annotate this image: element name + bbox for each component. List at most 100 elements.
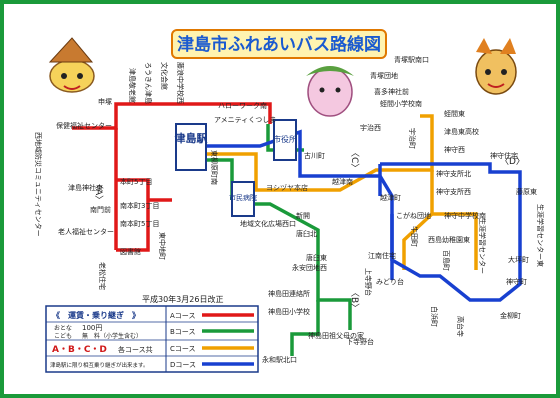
stop-label: 申塚 xyxy=(98,97,112,106)
stop-label: 牛田町 xyxy=(410,226,419,247)
svg-text:Bコース: Bコース xyxy=(170,328,195,336)
mascot-right-icon xyxy=(475,38,517,95)
stop-label: 宇治西 xyxy=(360,123,381,132)
fare-adult-value: 100円 xyxy=(82,324,102,332)
stop-label: 神守中学校南 xyxy=(444,211,486,220)
stop-label: ろうきん津島 xyxy=(144,62,153,104)
legend-course-b: Bコース xyxy=(170,328,254,336)
stop-label: 神守西 xyxy=(444,145,465,154)
stop-label: 南門前 xyxy=(90,205,111,214)
stop-label: 地域文化広場西口 xyxy=(240,219,296,228)
hub-station-label: 津島駅 xyxy=(175,131,208,145)
stop-label: 津島神社東 xyxy=(68,183,103,192)
legend-transfer-note: 津島駅に限り相互乗り継ぎが出来ます。 xyxy=(50,361,148,369)
stop-label: 高台寺 xyxy=(456,316,465,337)
stop-label: 宇治町 xyxy=(408,128,417,149)
stop-label: 老松住宅 xyxy=(98,262,107,290)
stop-label: 津島敬老館 xyxy=(128,68,137,103)
stop-label: 東柳原町南 xyxy=(210,150,219,185)
stop-label: 神守住宅 xyxy=(490,151,518,160)
legend-title: 《 運賃・乗り継ぎ 》 xyxy=(52,310,140,320)
stop-label: 青塚駅南口 xyxy=(394,55,429,64)
stop-label: 神島田祖父母の家 xyxy=(308,331,364,340)
stop-label: 越津南 xyxy=(332,177,353,186)
stop-label: 西地域防災コミュニティセンター xyxy=(34,132,43,237)
legend-course-c: Cコース xyxy=(170,345,254,353)
stop-label: 西島幼稚園東 xyxy=(428,235,470,244)
hub-store-label: ヨシヅヤ本店 xyxy=(266,183,308,192)
stop-label: 金柳町 xyxy=(500,311,521,320)
stop-label: 生涯学習センター xyxy=(478,218,487,274)
stop-label: こがね団地 xyxy=(396,211,431,220)
mascot-left-icon xyxy=(48,37,95,93)
map-title: 津島市ふれあいバス路線図 xyxy=(177,34,381,55)
legend-all-courses-text: 各コース共 xyxy=(118,345,153,354)
svg-text:Aコース: Aコース xyxy=(170,312,195,320)
hub-hospital-label: 市民病院 xyxy=(229,193,257,202)
course-d-label: 〈D〉 xyxy=(500,156,525,167)
stop-label: 南本町3丁目 xyxy=(120,201,159,210)
stop-label: ハローワーク南 xyxy=(218,101,267,110)
stop-label: 神守町 xyxy=(506,277,527,286)
stop-label: アメニティくつしま xyxy=(214,116,276,124)
stop-label: 大坪町 xyxy=(508,255,529,264)
legend-course-d: Dコース xyxy=(170,361,254,369)
stop-label: 唐臼北 xyxy=(296,229,317,238)
fare-adult-label: おとな xyxy=(54,325,72,332)
stop-label: 下寺野台 xyxy=(346,337,374,346)
course-a-label: 〈A〉 xyxy=(93,180,104,204)
stop-label: 神守支所北 xyxy=(436,169,471,178)
course-d-route xyxy=(206,129,522,302)
stop-label: 東中地町 xyxy=(158,232,167,260)
stops-right: 青塚駅南口 青塚団地 喜多神社前 蛭間小学校南 蛭間東 津島東高校 神守西 宇治… xyxy=(332,55,545,337)
stop-label: 保健福祉センター xyxy=(56,121,112,130)
stop-label: 百島町 xyxy=(442,250,451,271)
stop-label: 新開 xyxy=(296,211,310,220)
stop-label: 南本町5丁目 xyxy=(120,219,159,228)
hub-city-hall-label: 市役所 xyxy=(273,134,297,144)
course-c-route xyxy=(204,114,478,270)
stops-left: 申塚 保健福祉センター 津島神社東 南門前 老人福祉センター 本町5丁目 南本町… xyxy=(34,97,167,290)
svg-text:Cコース: Cコース xyxy=(170,345,196,353)
stop-label: 神島田小学校 xyxy=(268,307,310,316)
stop-label: 神島田連絡所 xyxy=(268,289,310,298)
stop-label: 藤浪中学校西 xyxy=(176,62,185,104)
stop-label: 蛭間東 xyxy=(444,109,465,118)
stop-label: 生涯学習センター東 xyxy=(536,204,545,267)
stop-label: 文化会館 xyxy=(160,62,169,90)
stop-label: みどり台 xyxy=(376,277,404,286)
stop-label: 藤原東 xyxy=(516,187,537,196)
stop-label: 青塚団地 xyxy=(370,71,398,80)
stops-center: 新開 地域文化広場西口 唐臼北 唐臼東 永安団地西 神島田連絡所 神島田小学校 … xyxy=(240,211,374,364)
legend-all-courses-letters: A・B・C・D xyxy=(52,345,107,355)
fare-child-label: こども xyxy=(54,332,72,340)
stop-label: 古川町 xyxy=(304,151,325,160)
stop-label: 喜多神社前 xyxy=(374,87,409,96)
stop-label: 津島東高校 xyxy=(444,127,479,136)
stop-label: 本町5丁目 xyxy=(120,177,152,186)
stop-label: 越津町 xyxy=(380,193,401,202)
hub-station-box[interactable] xyxy=(175,123,207,171)
stop-label: 唐臼東 xyxy=(306,253,327,262)
hub-city-hall-box[interactable] xyxy=(273,119,297,161)
course-c-label: 〈C〉 xyxy=(349,148,360,172)
hub-hospital-box[interactable] xyxy=(231,181,255,217)
stop-label: 蛭間小学校南 xyxy=(380,99,422,108)
stop-label: 上寺野台 xyxy=(364,268,373,296)
svg-text:Dコース: Dコース xyxy=(170,361,196,369)
stop-label: 江南住宅 xyxy=(368,251,396,260)
stop-label: 白浜町 xyxy=(430,306,439,327)
stop-label: 図書館 xyxy=(120,247,141,256)
stop-label: 神守支所西 xyxy=(436,187,471,196)
title-box xyxy=(171,29,387,59)
stop-label: 永安団地西 xyxy=(292,263,327,272)
stop-label: 老人福祉センター xyxy=(58,227,114,236)
course-b-label: 〈B〉 xyxy=(349,288,360,312)
course-a-route xyxy=(72,102,272,252)
legend-course-a: Aコース xyxy=(170,312,254,320)
stops-top: 津島敬老館 ろうきん津島 文化会館 藤浪中学校西 ハローワーク南 アメニティくつ… xyxy=(128,62,325,185)
fare-child-value: 無 料（小学生含む） xyxy=(82,332,142,340)
legend-box xyxy=(45,305,259,373)
stop-label: 永和駅北口 xyxy=(262,355,297,364)
